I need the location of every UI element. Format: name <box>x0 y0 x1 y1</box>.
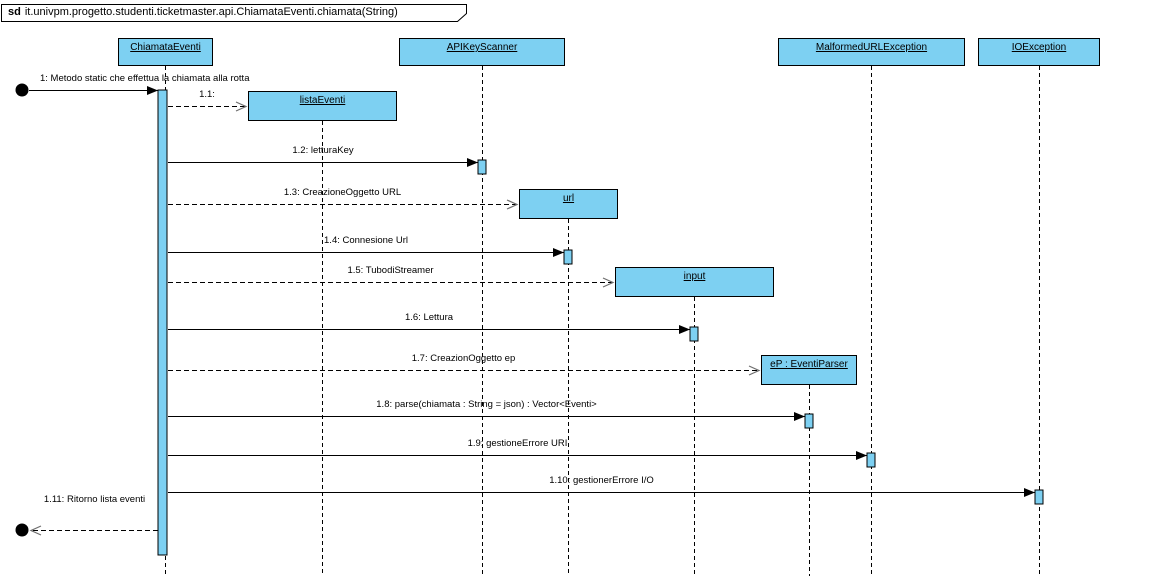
arrowhead-open-icon <box>506 199 519 210</box>
message-label-1-5[interactable]: 1.5: TubodiStreamer <box>347 265 434 276</box>
frame-title-tab[interactable] <box>1 4 467 22</box>
participant-lista-eventi[interactable]: listaEventi <box>248 91 397 121</box>
message-label-1[interactable]: 1: Metodo static che effettua la chiamat… <box>40 73 250 84</box>
message-1-3[interactable] <box>168 199 519 210</box>
message-1-6[interactable] <box>168 325 699 342</box>
message-1-2[interactable] <box>168 158 487 175</box>
message-label-1-2[interactable]: 1.2: letturaKey <box>292 145 354 156</box>
message-1-11[interactable] <box>29 525 158 536</box>
arrowhead-filled-icon <box>553 248 564 257</box>
participant-malformed-url-exception[interactable]: MalformedURLException <box>778 38 965 66</box>
message-label-1-10[interactable]: 1.10: gestionerErrore I/O <box>549 475 654 486</box>
arrowhead-filled-icon <box>467 158 478 167</box>
message-label-1-8[interactable]: 1.8: parse(chiamata : String = json) : V… <box>376 399 597 410</box>
message-label-1-6[interactable]: 1.6: Lettura <box>404 312 454 323</box>
participant-label: MalformedURLException <box>815 42 928 53</box>
start-node-icon[interactable] <box>15 83 29 97</box>
participant-url[interactable]: url <box>519 189 618 219</box>
message-1-8[interactable] <box>168 412 814 429</box>
participant-label: ChiamataEventi <box>130 42 201 53</box>
arrowhead-open-icon <box>235 101 248 112</box>
execution-activation-1-4 <box>563 249 573 265</box>
arrowhead-filled-icon <box>679 325 690 334</box>
arrowhead-open-icon <box>29 525 42 536</box>
message-label-1-7[interactable]: 1.7: CreazionOggetto ep <box>411 353 516 364</box>
frame-title-text: it.univpm.progetto.studenti.ticketmaster… <box>24 6 398 18</box>
message-1[interactable] <box>29 86 158 95</box>
message-label-1-4[interactable]: 1.4: Connesione Url <box>324 235 408 246</box>
message-1-1[interactable] <box>168 101 248 112</box>
activation-bar-chiamata-eventi <box>157 89 168 556</box>
message-1-4[interactable] <box>168 248 573 265</box>
participant-input[interactable]: input <box>615 267 774 297</box>
message-label-1-1[interactable]: 1.1: <box>199 89 215 100</box>
execution-activation-1-8 <box>804 413 814 429</box>
end-node-icon[interactable] <box>15 523 29 537</box>
execution-activation-1-9 <box>866 452 876 468</box>
participant-chiamata-eventi[interactable]: ChiamataEventi <box>118 38 213 66</box>
participant-label: IOException <box>1011 42 1067 53</box>
participant-api-key-scanner[interactable]: APIKeyScanner <box>399 38 565 66</box>
message-1-9[interactable] <box>168 451 876 468</box>
arrowhead-filled-icon <box>1024 488 1035 497</box>
message-1-10[interactable] <box>168 488 1044 505</box>
message-1-7[interactable] <box>168 365 761 376</box>
arrowhead-filled-icon <box>794 412 805 421</box>
execution-activation-1-2 <box>477 159 487 175</box>
arrowhead-filled-icon <box>856 451 867 460</box>
execution-activation-1-10 <box>1034 489 1044 505</box>
participant-io-exception[interactable]: IOException <box>978 38 1100 66</box>
arrowhead-open-icon <box>748 365 761 376</box>
message-label-1-9[interactable]: 1.9: gestioneErrore URI <box>467 438 568 449</box>
frame-keyword: sd <box>8 6 21 18</box>
participant-label: eP : EventiParser <box>770 359 848 370</box>
participant-label: listaEventi <box>299 95 346 106</box>
message-label-1-11[interactable]: 1.11: Ritorno lista eventi <box>43 494 146 505</box>
message-label-1-3[interactable]: 1.3: CreazioneOggetto URL <box>283 187 402 198</box>
arrowhead-open-icon <box>602 277 615 288</box>
participant-label: input <box>683 271 706 282</box>
participant-label: APIKeyScanner <box>446 42 518 53</box>
arrowhead-filled-icon <box>147 86 158 95</box>
participant-eventi-parser[interactable]: eP : EventiParser <box>761 355 857 385</box>
participant-label: url <box>562 193 575 204</box>
execution-activation-1-6 <box>689 326 699 342</box>
message-1-5[interactable] <box>168 277 615 288</box>
